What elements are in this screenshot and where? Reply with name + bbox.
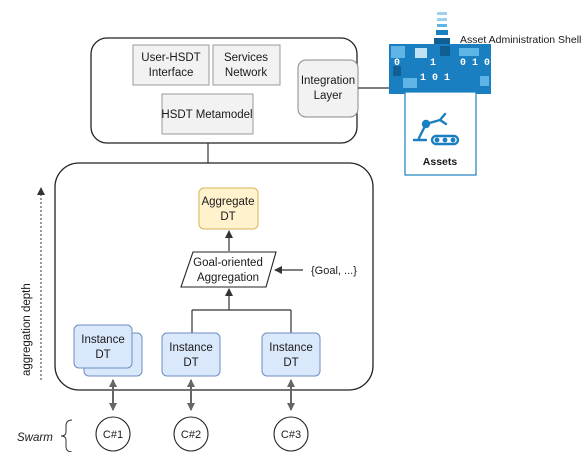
swarm-node-c3-label: C#3 [281, 429, 301, 441]
assets-card [404, 91, 477, 176]
instance-dt-2-line1: Instance [169, 342, 212, 354]
goal-oriented-aggregation-box: Goal-oriented Aggregation [180, 251, 277, 288]
robot-arm-icon [412, 112, 460, 146]
instance-dt-2-line2: DT [183, 357, 198, 369]
swarm-node-c2-label: C#2 [181, 429, 201, 441]
instance-tree-connectors [191, 309, 292, 333]
hsdt-metamodel-label: HSDT Metamodel [161, 109, 252, 121]
instance-dt-1-line2: DT [95, 349, 110, 361]
aas-title: Asset Administration Shell [460, 34, 581, 46]
integration-layer-line1: Integration [301, 75, 355, 87]
hsdt-metamodel-box: HSDT Metamodel [161, 93, 254, 135]
aas-bit-010: 0 1 0 [460, 58, 490, 69]
goal-input-label: {Goal, ...} [311, 265, 357, 277]
aggregation-depth-label: aggregation depth [21, 283, 33, 376]
aas-bit-0: 0 [394, 58, 400, 69]
services-network-box: Services Network [212, 44, 281, 86]
swarm-node-c1-label: C#1 [103, 429, 123, 441]
goal-aggregation-line1: Goal-oriented [193, 257, 263, 269]
aas-bit-101: 1 0 1 [420, 73, 450, 84]
swarm-node-c3: C#3 [273, 416, 309, 452]
user-hsdt-interface-line1: User-HSDT [141, 52, 200, 64]
assets-label: Assets [423, 156, 458, 168]
goal-aggregation-line2: Aggregation [197, 272, 259, 284]
services-network-line1: Services [224, 52, 268, 64]
services-network-line2: Network [225, 67, 267, 79]
swarm-node-c1: C#1 [95, 416, 131, 452]
swarm-node-c2: C#2 [173, 416, 209, 452]
instance-dt-1-line1: Instance [81, 334, 124, 346]
aggregate-dt-box: Aggregate DT [198, 187, 259, 230]
swarm-label: Swarm [17, 432, 53, 444]
aggregate-dt-line1: Aggregate [201, 196, 254, 208]
instance-dt-2: Instance DT [161, 332, 221, 377]
user-hsdt-interface-box: User-HSDT Interface [132, 44, 210, 86]
instance-dt-3: Instance DT [261, 332, 321, 377]
user-hsdt-interface-line2: Interface [149, 67, 194, 79]
instance-dt-3-line2: DT [283, 357, 298, 369]
integration-layer-line2: Layer [314, 90, 343, 102]
aas-bit-1: 1 [430, 58, 436, 69]
integration-layer-box: Integration Layer [297, 59, 359, 118]
instance-dt-3-line1: Instance [269, 342, 312, 354]
swarm-brace [60, 419, 73, 452]
instance-dt-stacked: Instance DT [73, 324, 143, 377]
asset-administration-shell: 0 1 0 1 0 1 0 1 Asset Administration She… [389, 12, 581, 176]
aggregate-dt-line2: DT [220, 211, 235, 223]
